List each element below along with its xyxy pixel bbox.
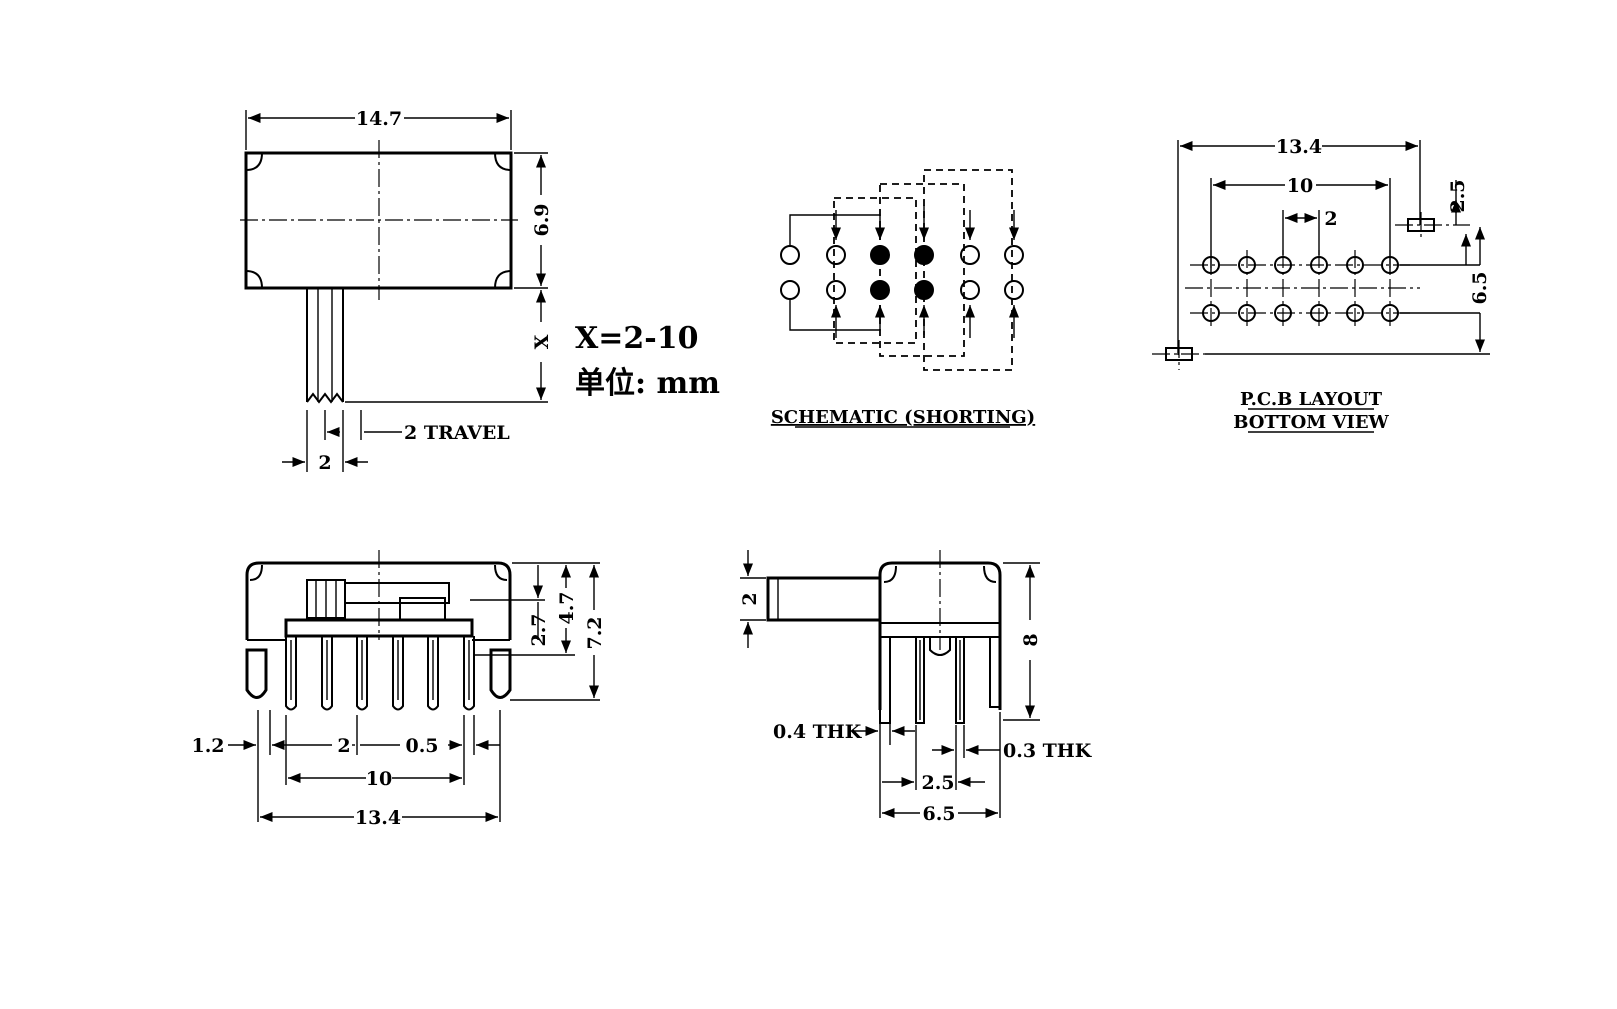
side-thk-left: 0.4 THK — [773, 721, 863, 743]
pcb-layout: 13.4 10 2 — [1152, 136, 1491, 433]
x-range-label: X=2-10 — [575, 321, 699, 356]
side-view: 2 8 0.4 THK 0.3 THK 2.5 6.5 — [739, 550, 1093, 825]
pcb-pitch-dim: 2 — [1324, 208, 1337, 230]
pcb-overall-dim: 13.4 — [1276, 136, 1322, 158]
pcb-row-gap-dim: 6.5 — [1469, 271, 1491, 304]
top-view: 14.7 6.9 X 2 TRAVEL 2 — [240, 108, 553, 474]
side-dim-inner: 2.5 — [921, 772, 954, 794]
side-dim-actuator: 2 — [739, 592, 761, 605]
front-dim-7-2: 7.2 — [584, 616, 606, 649]
unit-label: 单位: mm — [575, 366, 720, 401]
side-thk-right: 0.3 THK — [1003, 740, 1093, 762]
pcb-row-span-dim: 10 — [1287, 175, 1313, 197]
front-dim-pin: 0.5 — [405, 735, 438, 757]
schematic: SCHEMATIC (SHORTING) — [771, 169, 1035, 428]
pcb-lug-dim: 2.5 — [1447, 179, 1469, 212]
front-view: 2.7 4.7 7.2 1.2 2 0.5 10 13.4 — [191, 550, 606, 829]
width-dim: 14.7 — [356, 108, 402, 130]
pcb-caption-line2: BOTTOM VIEW — [1233, 412, 1389, 433]
side-dim-height: 8 — [1020, 633, 1042, 646]
front-dim-overall: 13.4 — [355, 807, 401, 829]
height-dim: 6.9 — [531, 203, 553, 236]
front-dim-span: 10 — [366, 768, 392, 790]
front-dim-pitch: 2 — [337, 735, 350, 757]
travel-label: 2 TRAVEL — [404, 422, 510, 444]
stroke-dim: X — [531, 334, 553, 349]
front-dim-4-7: 4.7 — [556, 591, 578, 624]
front-dim-2-7: 2.7 — [528, 613, 550, 646]
schematic-caption: SCHEMATIC (SHORTING) — [771, 407, 1035, 428]
actuator-dim: 2 — [318, 452, 331, 474]
pcb-caption-line1: P.C.B LAYOUT — [1240, 389, 1383, 410]
side-dim-overall: 6.5 — [922, 803, 955, 825]
front-dim-lug: 1.2 — [191, 735, 224, 757]
